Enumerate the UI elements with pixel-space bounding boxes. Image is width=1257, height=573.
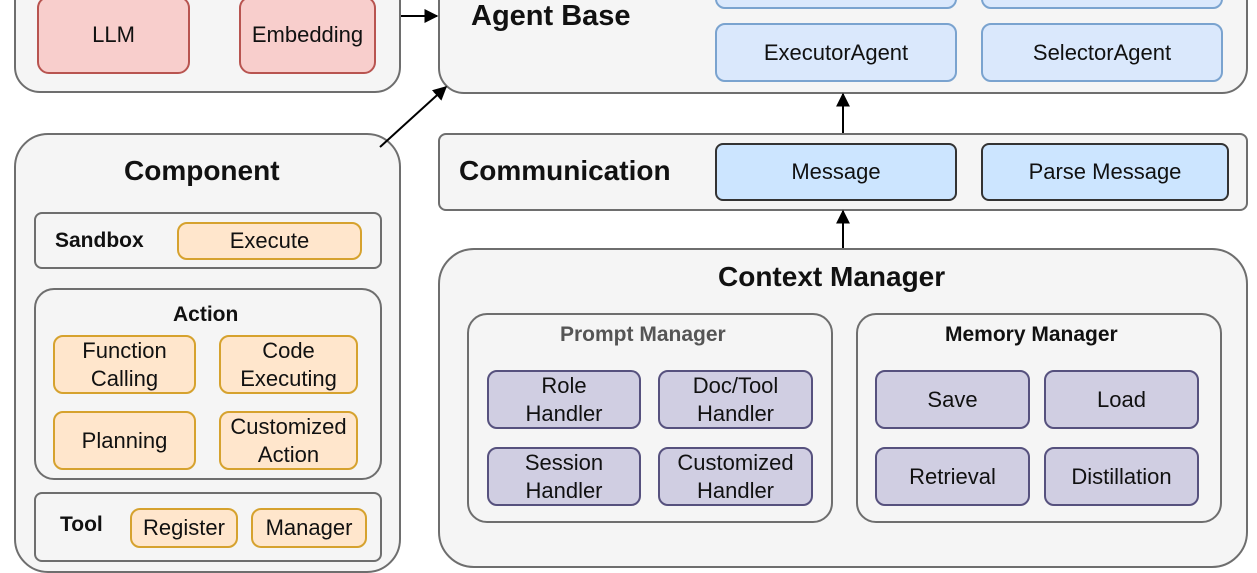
function-calling-label: Function Calling (82, 337, 167, 391)
agent-base-title: Agent Base (471, 0, 631, 32)
communication-title: Communication (459, 155, 671, 186)
session-handler-box: Session Handler (487, 447, 641, 506)
code-executing-label: Code Executing (240, 337, 337, 391)
doc-tool-handler-label: Doc/Tool Handler (692, 372, 779, 426)
action-title: Action (173, 303, 239, 326)
manager-box: Manager (251, 508, 367, 548)
customized-handler-label: Customized Handler (677, 449, 794, 503)
memory-manager-title: Memory Manager (945, 323, 1118, 346)
embedding-label: Embedding (251, 22, 364, 47)
llm-label: LLM (92, 22, 135, 47)
role-handler-box: Role Handler (487, 370, 641, 429)
arrow-component-to-agent-base (379, 86, 448, 148)
distillation-label: Distillation (1071, 463, 1172, 489)
prompt-manager-title: Prompt Manager (560, 323, 726, 346)
embedding-box: Embedding (239, 0, 376, 74)
customized-action-label: Customized Action (230, 413, 347, 467)
executor-agent-label: ExecutorAgent (763, 39, 909, 65)
load-box: Load (1044, 370, 1199, 429)
session-handler-label: Session Handler (524, 449, 604, 503)
llm-box: LLM (37, 0, 190, 74)
customized-action-box: Customized Action (219, 411, 358, 470)
planning-label: Planning (81, 427, 168, 453)
tool-title: Tool (60, 513, 103, 536)
register-box: Register (130, 508, 238, 548)
retrieval-label: Retrieval (909, 463, 996, 489)
planning-box: Planning (53, 411, 196, 470)
function-calling-box: Function Calling (53, 335, 196, 394)
distillation-box: Distillation (1044, 447, 1199, 506)
selector-agent-label: SelectorAgent (1032, 39, 1172, 65)
register-label: Register (143, 515, 225, 540)
parse-message-box: Parse Message (981, 143, 1229, 201)
manager-label: Manager (265, 515, 353, 540)
message-box: Message (715, 143, 957, 201)
execute-box: Execute (177, 222, 362, 260)
code-executing-box: Code Executing (219, 335, 358, 394)
doc-tool-handler-box: Doc/Tool Handler (658, 370, 813, 429)
context-manager-title: Context Manager (718, 261, 946, 292)
parse-message-label: Parse Message (1028, 159, 1182, 184)
selector-agent-box: SelectorAgent (981, 23, 1223, 82)
component-title: Component (124, 155, 280, 186)
retrieval-box: Retrieval (875, 447, 1030, 506)
sandbox-title: Sandbox (55, 229, 144, 252)
save-box: Save (875, 370, 1030, 429)
role-handler-label: Role Handler (525, 372, 603, 426)
executor-agent-box: ExecutorAgent (715, 23, 957, 82)
message-label: Message (791, 159, 881, 184)
load-label: Load (1097, 386, 1146, 412)
customized-handler-box: Customized Handler (658, 447, 813, 506)
save-label: Save (927, 386, 978, 412)
agent-box-top-right (981, 0, 1223, 9)
execute-label: Execute (229, 228, 310, 253)
agent-box-top-left (715, 0, 957, 9)
